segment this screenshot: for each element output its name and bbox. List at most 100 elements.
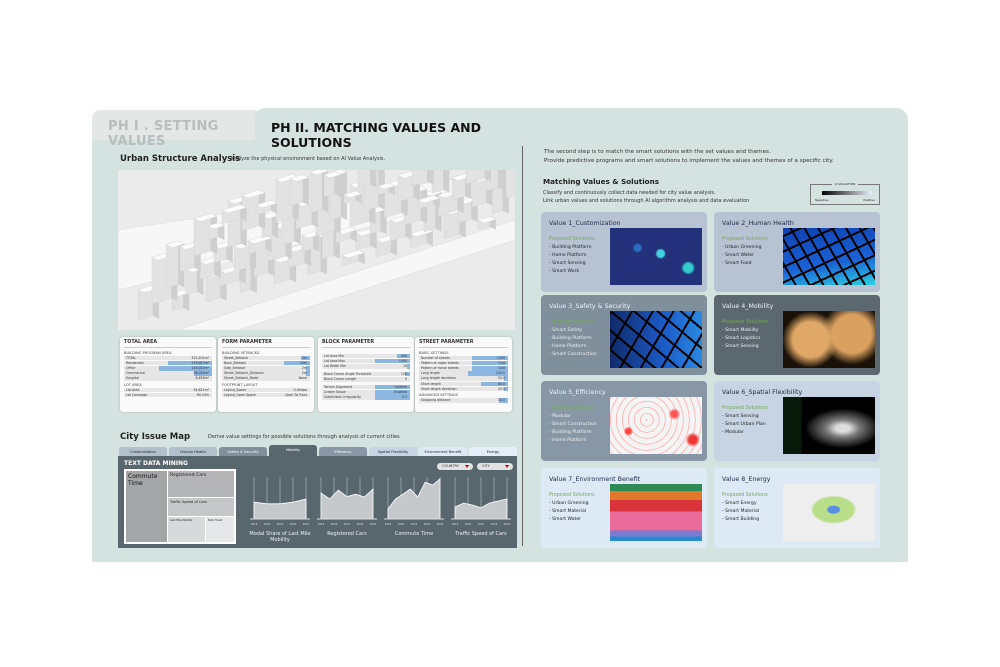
proposed-solutions-label: Proposed Solutions: [722, 406, 768, 411]
intro-line: Provide predictive programs and smart so…: [544, 158, 834, 164]
section-label: BASIC SETTINGS: [419, 351, 449, 355]
value-bar: [396, 353, 410, 359]
treemap-commute-time[interactable]: Commute Time: [126, 471, 167, 542]
treemap-traffic-speed[interactable]: Traffic Speed of Cars: [168, 498, 234, 516]
city-tab[interactable]: Human Health: [169, 447, 217, 457]
section-label: BUILDING PROGRAM AREA: [124, 351, 172, 355]
year-tick: 2022: [290, 522, 297, 526]
solution-label: Smart Sensing: [552, 261, 586, 266]
parameter-label: Hospital: [126, 376, 140, 381]
section-label: FOOTPRINT LAYOUT: [222, 382, 258, 387]
value-bar: [472, 360, 508, 366]
urban-title: Urban Structure Analysis: [120, 154, 241, 164]
section-label: ADVANCED SETTINGS: [419, 393, 458, 398]
city-label: CITY: [482, 464, 490, 468]
parameter-value: 133,957m²: [191, 360, 209, 365]
solution-label: Modular: [552, 414, 571, 419]
tab-phase-1[interactable]: PH I . SETTING VALUES: [92, 110, 262, 149]
solution-item: - Building Platform: [549, 245, 592, 250]
city-tab[interactable]: Energy: [469, 447, 517, 457]
treemap-registered-cars[interactable]: Registered Cars: [168, 471, 234, 497]
parameter-label: Create Shape: [324, 389, 346, 394]
country-dropdown[interactable]: COUNTRY: [437, 463, 473, 470]
legend-negative: Negative: [815, 198, 829, 202]
value-title: Value 6_Spatial Flexibility: [722, 389, 803, 396]
city-tab[interactable]: Mobility: [269, 445, 317, 457]
parameter-value: 325,401m²: [191, 355, 209, 360]
city-tab[interactable]: Environment Benefit: [419, 447, 467, 457]
parameter-label: Long length deviation: [421, 376, 456, 381]
solution-label: Home Platform: [552, 253, 587, 258]
city-tab[interactable]: Spatial Flexibility: [369, 447, 417, 457]
solution-item: - Smart Water: [722, 253, 755, 258]
solution-item: - Smart Food: [722, 261, 752, 266]
value-bar: [374, 395, 410, 400]
city-tab[interactable]: Efficiency: [319, 447, 367, 457]
treemap-last-mile[interactable]: Last Mile Mobility: [168, 517, 205, 542]
solution-item: - Smart Work: [549, 269, 580, 274]
city-map-desc: Derive value settings for possible solut…: [208, 434, 400, 440]
value-bar: [305, 365, 310, 371]
value-title: Value 3_Safety & Security: [549, 303, 631, 310]
solution-item: - Smart Material: [722, 509, 760, 514]
parameter-row[interactable]: Hospital 8,658m²: [124, 376, 212, 381]
city-dropdown[interactable]: CITY: [477, 463, 513, 470]
value-bar: [305, 371, 310, 376]
solution-item: - Home Platform: [549, 344, 587, 349]
city-tab[interactable]: Customization: [119, 447, 167, 457]
city-tab[interactable]: Safety & Security: [219, 447, 267, 457]
solution-label: Smart Urban Plan: [725, 422, 766, 427]
solution-item: - Building Platform: [549, 430, 592, 435]
building: [498, 170, 505, 191]
year-tick: 2022: [491, 522, 498, 526]
year-tick: 2019: [251, 522, 258, 526]
treemap-public-transit[interactable]: Public Transit: [206, 517, 234, 542]
building: [335, 226, 357, 235]
area-series: [253, 498, 307, 520]
value-bar: [194, 371, 212, 376]
solution-label: Smart Water: [725, 253, 755, 258]
parameter-value: 8,658m²: [195, 376, 209, 381]
value-bar: [472, 355, 508, 361]
section-label: BUILDING SETBACKS: [222, 351, 260, 355]
tab-phase-2[interactable]: PH II. MATCHING VALUES AND SOLUTIONS: [255, 108, 527, 150]
